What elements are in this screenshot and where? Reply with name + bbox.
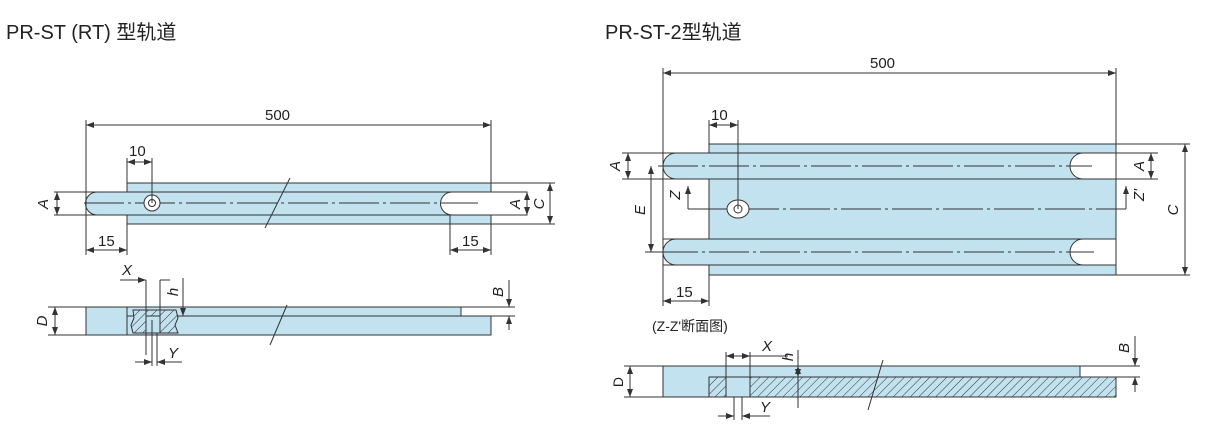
left-top-view: 500 10 15 15 A A C xyxy=(35,107,555,255)
section-caption: (Z-Z'断面图) xyxy=(652,318,728,334)
right-b-label: B xyxy=(1116,343,1133,353)
left-side-view: X Y h D B xyxy=(34,262,515,366)
left-x-label: X xyxy=(121,262,133,279)
right-hole-offset-dim: 10 xyxy=(711,107,728,124)
right-c-label: C xyxy=(1165,204,1182,215)
right-z-prime-label: Z' xyxy=(1131,188,1148,202)
left-title: PR-ST (RT) 型轨道 xyxy=(6,22,177,44)
left-a-label: A xyxy=(35,199,52,210)
right-e-label: E xyxy=(632,204,649,215)
right-x-label: X xyxy=(761,338,773,355)
left-c-label: C xyxy=(531,198,548,209)
right-length-dim: 500 xyxy=(870,55,895,72)
right-title: PR-ST-2型轨道 xyxy=(605,22,742,44)
left-a-right-label: A xyxy=(507,199,524,210)
left-end-left-dim: 15 xyxy=(98,233,115,250)
right-z-label: Z xyxy=(667,190,684,201)
left-y-label: Y xyxy=(168,345,179,362)
right-d-label: D xyxy=(610,377,626,387)
left-length-dim: 500 xyxy=(265,107,290,124)
right-y-label: Y xyxy=(760,399,771,416)
right-a-label: A xyxy=(607,161,624,172)
left-end-right-dim: 15 xyxy=(462,233,479,250)
right-h-label: h xyxy=(780,353,797,361)
right-section-view: X Y h D B xyxy=(610,336,1140,420)
right-top-view: Z Z' 500 10 15 A E A C xyxy=(607,55,1190,306)
left-h-label: h xyxy=(165,288,182,296)
left-hole-offset-dim: 10 xyxy=(129,143,146,160)
left-d-label: D xyxy=(34,315,51,326)
left-b-label: B xyxy=(490,287,507,297)
right-a-right-label: A xyxy=(1131,161,1148,172)
right-end-left-dim: 15 xyxy=(676,284,693,301)
